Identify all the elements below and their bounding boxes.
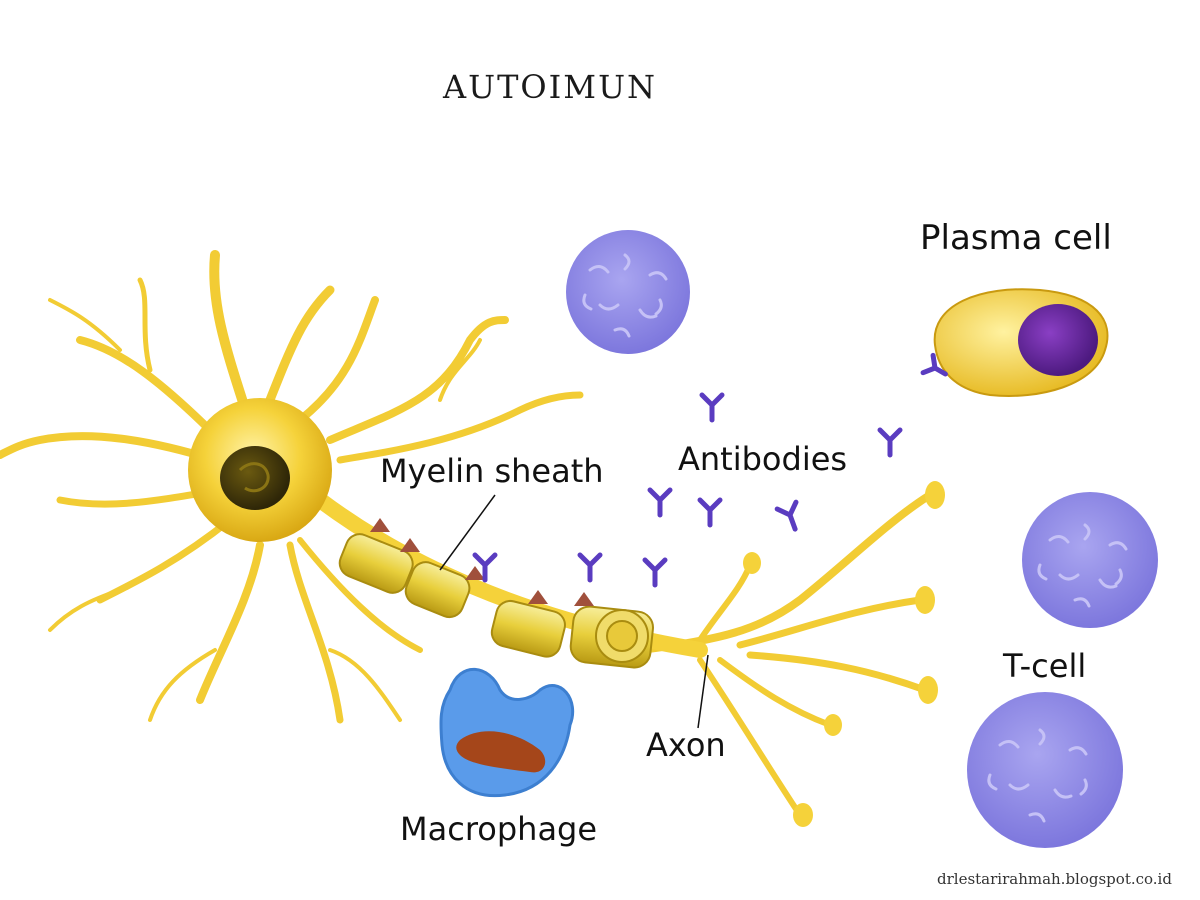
label-macrophage: Macrophage	[400, 810, 598, 848]
axon-terminal-bulbs	[743, 481, 945, 827]
t-cell-upper	[1022, 492, 1158, 628]
lymphocyte-top	[566, 230, 690, 354]
label-myelin-sheath: Myelin sheath	[380, 452, 604, 490]
label-antibodies: Antibodies	[678, 440, 848, 478]
neuron-nucleus	[220, 446, 290, 510]
macrophage	[439, 667, 575, 798]
t-cell-lower	[967, 692, 1123, 848]
neuron-dendrites	[0, 250, 584, 724]
plasma-cell	[933, 288, 1109, 397]
axon-terminals	[636, 491, 934, 818]
myelin-leader-line	[439, 494, 496, 571]
antibodies	[472, 352, 948, 588]
label-t-cell: T-cell	[1003, 647, 1087, 685]
label-plasma-cell: Plasma cell	[920, 218, 1112, 258]
myelin-antigens	[370, 518, 594, 606]
source-credit: drlestarirahmah.blogspot.co.id	[937, 870, 1172, 888]
axon-leader-line	[697, 654, 709, 729]
myelin-sheath	[338, 533, 654, 669]
diagram-title: AUTOIMUN	[443, 68, 658, 106]
label-axon: Axon	[646, 726, 726, 764]
